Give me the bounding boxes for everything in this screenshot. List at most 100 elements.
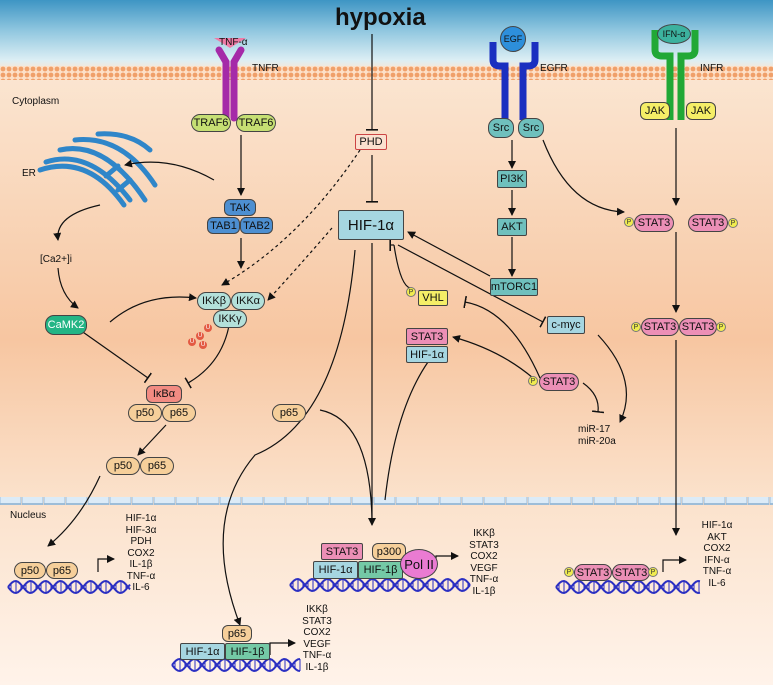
dna-center-hif1a: HIF-1α — [313, 561, 358, 579]
p50-a: p50 — [128, 404, 162, 422]
ifna-ligand: IFN-α — [657, 24, 691, 44]
p50-b: p50 — [106, 457, 140, 475]
dna-left-p65: p65 — [46, 562, 78, 579]
akt: AKT — [497, 218, 527, 236]
cmyc: c-myc — [547, 316, 585, 334]
gene-label: HIF-1α — [701, 520, 733, 531]
ikba: IκBα — [146, 385, 182, 403]
ikka: IKKα — [231, 292, 265, 310]
gene-label: IFN-α — [704, 554, 730, 566]
ubiquitin-4: U — [199, 341, 207, 349]
dna-bottom-p65: p65 — [222, 625, 252, 642]
tab1: TAB1 — [207, 217, 240, 234]
infr-label: INFR — [700, 63, 724, 74]
pi3k: PI3K — [497, 170, 527, 188]
tak: TAK — [224, 199, 256, 216]
gene-label: IKKβ — [473, 528, 495, 539]
phospho-vhl: P — [406, 287, 416, 297]
mir-label: miR-17 miR-20a — [578, 424, 616, 447]
hif1a: HIF-1α — [338, 210, 404, 240]
mtorc1: mTORC1 — [490, 278, 538, 296]
nuclear-membrane — [0, 497, 773, 505]
phospho-stat3-d1: P — [631, 322, 641, 332]
gene-label: TNF-α — [126, 570, 156, 582]
gene-label: AKT — [707, 531, 727, 543]
ubiquitin-2: U — [196, 332, 204, 340]
gene-label: STAT3 — [302, 615, 332, 627]
dna-left-p50: p50 — [14, 562, 46, 579]
phd: PHD — [355, 134, 387, 150]
gene-label: TNF-α — [469, 574, 499, 585]
dna-bottom — [171, 657, 301, 673]
stat3-r1: STAT3 — [634, 214, 674, 232]
src-right: Src — [518, 118, 544, 138]
ubiquitin-1: U — [204, 324, 212, 332]
ikkb: IKKβ — [197, 292, 231, 310]
gene-label: IKKβ — [306, 604, 328, 615]
egfr-label: EGFR — [540, 63, 568, 74]
tnfr-label: TNFR — [252, 63, 279, 74]
endoplasmic-reticulum — [37, 131, 158, 208]
jak-right: JAK — [686, 102, 716, 120]
gene-label: COX2 — [470, 551, 498, 562]
dashed-arrows — [221, 149, 361, 301]
dna-center-pol2: Pol II — [400, 549, 438, 579]
phospho-stat3-r1: P — [624, 217, 634, 227]
gene-label: TNF-α — [302, 650, 332, 661]
title: hypoxia — [335, 4, 426, 31]
ca2-label: [Ca2+]i — [40, 254, 72, 265]
gene-label: IL-1β — [472, 585, 496, 597]
dna-right-stat3a: STAT3 — [574, 564, 612, 581]
traf6-right: TRAF6 — [236, 114, 276, 132]
tab2: TAB2 — [240, 217, 273, 234]
gene-label: HIF-3α — [125, 524, 157, 536]
phospho-stat3-d2: P — [716, 322, 726, 332]
camk2: CaMK2 — [45, 315, 87, 335]
stat3-r2: STAT3 — [688, 214, 728, 232]
tnfa-label: TNF-α — [219, 37, 248, 48]
dna-center — [289, 577, 471, 593]
dna-center-hif1b: HIF-1β — [358, 561, 403, 579]
infr-receptor — [651, 30, 699, 120]
vhl: VHL — [418, 290, 448, 306]
gene-label: IL-1β — [305, 661, 329, 673]
er-label: ER — [22, 168, 36, 179]
phospho-stat3-r2: P — [728, 218, 738, 228]
egfr-receptor — [489, 42, 539, 120]
src-left: Src — [488, 118, 514, 138]
stat3-d1: STAT3 — [641, 318, 679, 336]
ubiquitin-3: U — [188, 338, 196, 346]
p65-a: p65 — [162, 404, 196, 422]
hif1a-complex: HIF-1α — [406, 346, 448, 363]
gene-label: COX2 — [127, 547, 155, 559]
traf6-left: TRAF6 — [191, 114, 231, 132]
p65-single: p65 — [272, 404, 306, 422]
gene-label: IL-1β — [129, 559, 153, 570]
gene-label: STAT3 — [469, 539, 499, 551]
gene-label: IL-6 — [708, 577, 726, 589]
gene-label: TNF-α — [702, 566, 732, 577]
gene-label: IL-6 — [132, 582, 150, 593]
phospho-dna-right-2: P — [648, 567, 658, 577]
dna-center-p300: p300 — [372, 543, 406, 560]
signaling-arrows — [47, 34, 680, 626]
ikkg: IKKγ — [213, 310, 247, 328]
gene-label: COX2 — [703, 543, 731, 554]
plasma-membrane — [0, 66, 773, 80]
dna-right — [555, 579, 701, 595]
stat3-p: STAT3 — [539, 373, 579, 391]
gene-label: COX2 — [303, 627, 331, 638]
gene-label: PDH — [130, 536, 152, 547]
egf-ligand: EGF — [500, 26, 526, 52]
tnfr-receptor — [214, 38, 246, 122]
gene-label: VEGF — [303, 638, 331, 650]
dna-bottom-hif1a: HIF-1α — [180, 643, 225, 660]
gene-label: HIF-1α — [125, 513, 157, 524]
cytoplasm-label: Cytoplasm — [12, 96, 60, 107]
stat3-d2: STAT3 — [679, 318, 717, 336]
stat3-complex: STAT3 — [406, 328, 448, 345]
